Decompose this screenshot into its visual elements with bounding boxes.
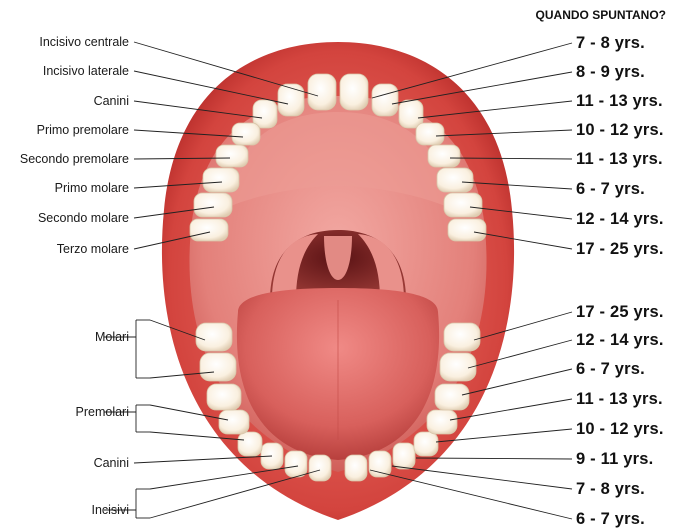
- age-lower-3: 6 - 7 yrs.: [576, 360, 645, 378]
- leader-lower-right-6: [416, 458, 572, 459]
- age-lower-7: 7 - 8 yrs.: [576, 480, 645, 498]
- label-lower-molari: Molari: [0, 330, 129, 344]
- upper-tooth-left-4: [232, 123, 260, 145]
- label-upper-8: Terzo molare: [0, 242, 129, 256]
- age-upper-1: 7 - 8 yrs.: [576, 34, 645, 52]
- age-upper-6: 6 - 7 yrs.: [576, 180, 645, 198]
- age-upper-3: 11 - 13 yrs.: [576, 92, 663, 110]
- label-lower-premolari: Premolari: [0, 405, 129, 419]
- upper-tooth-right-8: [448, 219, 486, 241]
- label-upper-2: Incisivo laterale: [0, 64, 129, 78]
- age-lower-6: 9 - 11 yrs.: [576, 450, 653, 468]
- lower-tooth-right-1: [345, 455, 367, 481]
- header-quando-spuntano: QUANDO SPUNTANO?: [0, 8, 666, 22]
- upper-tooth-right-7: [444, 193, 482, 217]
- upper-tooth-right-1: [340, 74, 368, 110]
- age-upper-8: 17 - 25 yrs.: [576, 240, 664, 258]
- leader-lower-right-8: [370, 470, 572, 519]
- upper-tooth-left-8: [190, 219, 228, 241]
- age-lower-5: 10 - 12 yrs.: [576, 420, 664, 438]
- label-lower-canini: Canini: [0, 456, 129, 470]
- lower-tooth-right-3: [393, 443, 415, 469]
- age-lower-1: 17 - 25 yrs.: [576, 303, 664, 321]
- age-lower-4: 11 - 13 yrs.: [576, 390, 663, 408]
- lower-tooth-right-2: [369, 451, 391, 477]
- upper-tooth-left-1: [308, 74, 336, 110]
- label-upper-3: Canini: [0, 94, 129, 108]
- upper-tooth-left-7: [194, 193, 232, 217]
- label-upper-1: Incisivo centrale: [0, 35, 129, 49]
- label-upper-5: Secondo premolare: [0, 152, 129, 166]
- upper-tooth-left-3: [253, 100, 277, 128]
- lower-tooth-right-6: [435, 384, 469, 410]
- upper-tooth-right-4: [416, 123, 444, 145]
- lower-tooth-left-1: [309, 455, 331, 481]
- upper-tooth-left-6: [203, 168, 239, 192]
- lower-tooth-left-4: [238, 432, 262, 456]
- age-upper-5: 11 - 13 yrs.: [576, 150, 663, 168]
- label-lower-incisivi: Incisivi: [0, 503, 129, 517]
- upper-tooth-right-3: [399, 100, 423, 128]
- lower-tooth-left-5: [219, 410, 249, 434]
- age-lower-2: 12 - 14 yrs.: [576, 331, 664, 349]
- lower-tooth-left-6: [207, 384, 241, 410]
- label-upper-4: Primo premolare: [0, 123, 129, 137]
- age-upper-4: 10 - 12 yrs.: [576, 121, 664, 139]
- lower-tooth-right-5: [427, 410, 457, 434]
- age-upper-2: 8 - 9 yrs.: [576, 63, 645, 81]
- lower-tooth-right-4: [414, 432, 438, 456]
- lower-tooth-right-8: [444, 323, 480, 351]
- upper-tooth-right-5: [428, 145, 460, 167]
- age-upper-7: 12 - 14 yrs.: [576, 210, 664, 228]
- label-upper-6: Primo molare: [0, 181, 129, 195]
- upper-tooth-right-6: [437, 168, 473, 192]
- label-upper-7: Secondo molare: [0, 211, 129, 225]
- upper-tooth-left-5: [216, 145, 248, 167]
- upper-tooth-left-2: [278, 84, 304, 116]
- lower-tooth-left-2: [285, 451, 307, 477]
- age-lower-8: 6 - 7 yrs.: [576, 510, 645, 528]
- upper-tooth-right-2: [372, 84, 398, 116]
- lower-tooth-left-8: [196, 323, 232, 351]
- leader-lower-right-7: [392, 466, 572, 489]
- lower-tooth-left-7: [200, 353, 236, 381]
